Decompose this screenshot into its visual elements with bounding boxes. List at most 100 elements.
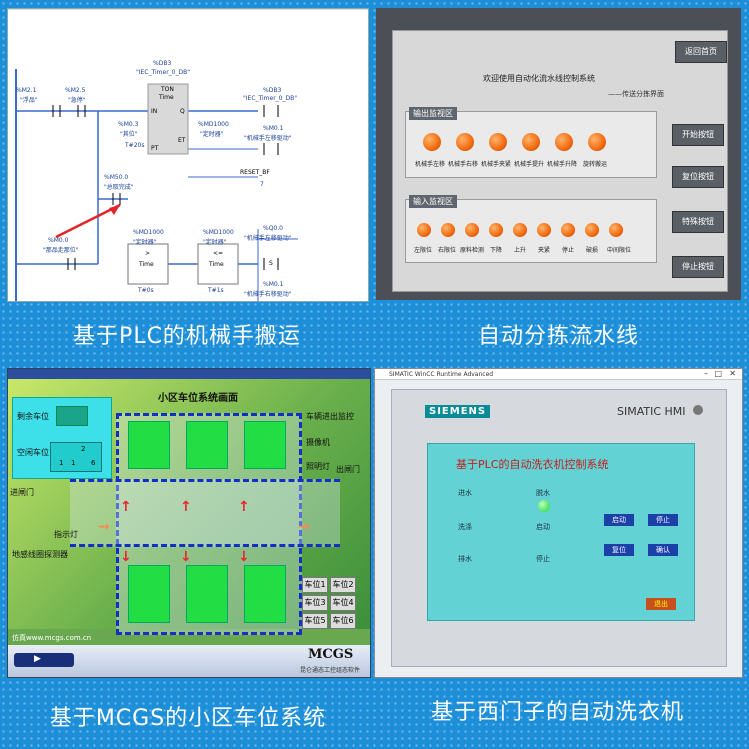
input-label: 破损 (586, 247, 599, 254)
input-label: 右限位 (438, 247, 457, 254)
hmi-label: 洗涤 (458, 523, 472, 531)
light-label: 照明灯 (306, 462, 330, 471)
special-button[interactable]: 特殊按钮 (672, 211, 724, 233)
return-home-button[interactable]: 返回首页 (675, 41, 727, 63)
parking-slot-1[interactable] (128, 421, 170, 469)
reset-button[interactable]: 复位 (604, 544, 634, 556)
slot-button-2[interactable]: 车位2 (330, 577, 356, 593)
input-lamp (585, 223, 599, 237)
window-title: SIMATIC WinCC Runtime Advanced (375, 369, 742, 380)
output-monitor-title: 输出监视区 (409, 107, 457, 120)
player-controls[interactable] (14, 653, 74, 667)
input-monitor-title: 输入监视区 (409, 195, 457, 208)
sensor-label: 车辆进出监控 (306, 412, 354, 421)
output-label: 机械手左移 (415, 161, 446, 168)
coil3-name: "机械手右移驱动" (244, 291, 292, 298)
maximize-icon[interactable]: □ (714, 369, 722, 378)
cmp2-type: Time (209, 261, 224, 268)
contact1-name: "浮品" (20, 97, 38, 104)
close-icon[interactable]: ✕ (729, 369, 736, 378)
contact2-addr: %M2.5 (65, 87, 86, 94)
contact3-name: "其位" (120, 131, 138, 138)
slot-button-4[interactable]: 车位4 (330, 595, 356, 611)
arrow-up-icon: ↑ (120, 499, 132, 515)
caption-plc: 基于PLC的机械手搬运 (73, 324, 301, 349)
arrow-down-icon: ↓ (120, 549, 132, 565)
play-icon[interactable]: ▶ (34, 654, 41, 664)
input-label: 左限位 (414, 247, 433, 254)
output-lamp (522, 133, 540, 151)
output-lamp (423, 133, 441, 151)
caption-washer: 基于西门子的自动洗衣机 (430, 700, 684, 725)
reset-label: RESET_BF (240, 169, 270, 176)
start-button[interactable]: 开始按钮 (672, 124, 724, 146)
parking-slot-2[interactable] (186, 421, 228, 469)
compare-block-1[interactable] (127, 243, 169, 285)
camera-label: 摄像机 (306, 438, 330, 447)
siemens-logo: SIEMENS (425, 405, 491, 418)
parking-slot-5[interactable] (186, 565, 228, 623)
exit-button[interactable]: 退出 (646, 598, 676, 610)
hmi-label: 脱水 (536, 489, 550, 497)
start-button[interactable]: 启动 (604, 514, 634, 526)
parking-slot-3[interactable] (244, 421, 286, 469)
timer-unit: Time (159, 94, 174, 101)
coil2-name: "机械手左移驱动" (244, 235, 292, 242)
slot-button-3[interactable]: 车位3 (302, 595, 328, 611)
slot-button-5[interactable]: 车位5 (302, 613, 328, 629)
remaining-label: 剩余车位 (17, 412, 49, 421)
timer-db-name: "IEC_Timer_0_DB" (136, 69, 190, 76)
timer-block[interactable] (147, 83, 189, 155)
legend-label: 指示灯 (54, 530, 78, 539)
ladder-diagram (8, 9, 368, 301)
slot-button-1[interactable]: 车位1 (302, 577, 328, 593)
input-label: 停止 (562, 247, 575, 254)
input-lamp (441, 223, 455, 237)
stop-button[interactable]: 停止 (648, 514, 678, 526)
reset-button[interactable]: 复位按钮 (672, 166, 724, 188)
entrance-sensor-label: 地感线圈探测器 (12, 550, 68, 559)
hmi-screen: 基于PLC的自动洗衣机控制系统 进水 洗涤 排水 脱水 启动 停止 启动 停止 … (427, 443, 695, 621)
contact5-name: "那品走那位" (43, 247, 79, 254)
parking-slot-6[interactable] (244, 565, 286, 623)
sorting-title: 欢迎使用自动化流水线控制系统 (483, 74, 595, 83)
hmi-label: 排水 (458, 555, 472, 563)
input-lamp (561, 223, 575, 237)
cmp1-value: T#0s (138, 287, 154, 294)
washer-hmi-panel: SIMATIC WinCC Runtime Advanced ✕ □ – SIE… (374, 368, 743, 678)
road-horizontal (70, 479, 340, 547)
coil2-addr: %Q0.0 (263, 225, 283, 232)
stop-button[interactable]: 停止按钮 (672, 256, 724, 278)
gate-in-label: 进闸门 (10, 488, 34, 497)
arrow-right-icon: → (98, 519, 110, 535)
parking-slot-4[interactable] (128, 565, 170, 623)
contact2-name: "急停" (68, 97, 86, 104)
cmp1-name: "定时器" (133, 239, 157, 246)
contact3-addr: %M0.3 (118, 121, 139, 128)
pt-value: T#20s (125, 142, 145, 149)
sorting-line-panel: 返回首页 欢迎使用自动化流水线控制系统 ——传送分拣界面 输出监视区 输入监视区… (376, 8, 741, 300)
hmi-label: 启动 (536, 523, 550, 531)
window-titlebar (8, 369, 370, 379)
status-led-icon (693, 405, 703, 415)
input-lamp (417, 223, 431, 237)
digit: 6 (91, 459, 96, 467)
input-label: 上升 (514, 247, 527, 254)
cmp1-addr: %MD1000 (133, 229, 164, 236)
minimize-icon[interactable]: – (704, 369, 708, 378)
input-lamp (465, 223, 479, 237)
caption-sorting: 自动分拣流水线 (477, 324, 639, 349)
md-et-addr: %MD1000 (198, 121, 229, 128)
input-label: 夹紧 (538, 247, 551, 254)
arrow-up-icon: ↑ (238, 499, 250, 515)
run-indicator-icon (538, 500, 550, 512)
digit: 1 (59, 459, 64, 467)
watermark-text: 仿真www.mcgs.com.cn (12, 634, 92, 642)
red-annotation-arrow (55, 203, 121, 239)
hmi-label: 进水 (458, 489, 472, 497)
confirm-button[interactable]: 确认 (648, 544, 678, 556)
mcgs-logo: MCGS (308, 647, 354, 662)
caption-parking: 基于MCGS的小区车位系统 (49, 706, 327, 731)
slot-button-6[interactable]: 车位6 (330, 613, 356, 629)
compare-block-2[interactable] (197, 243, 239, 285)
